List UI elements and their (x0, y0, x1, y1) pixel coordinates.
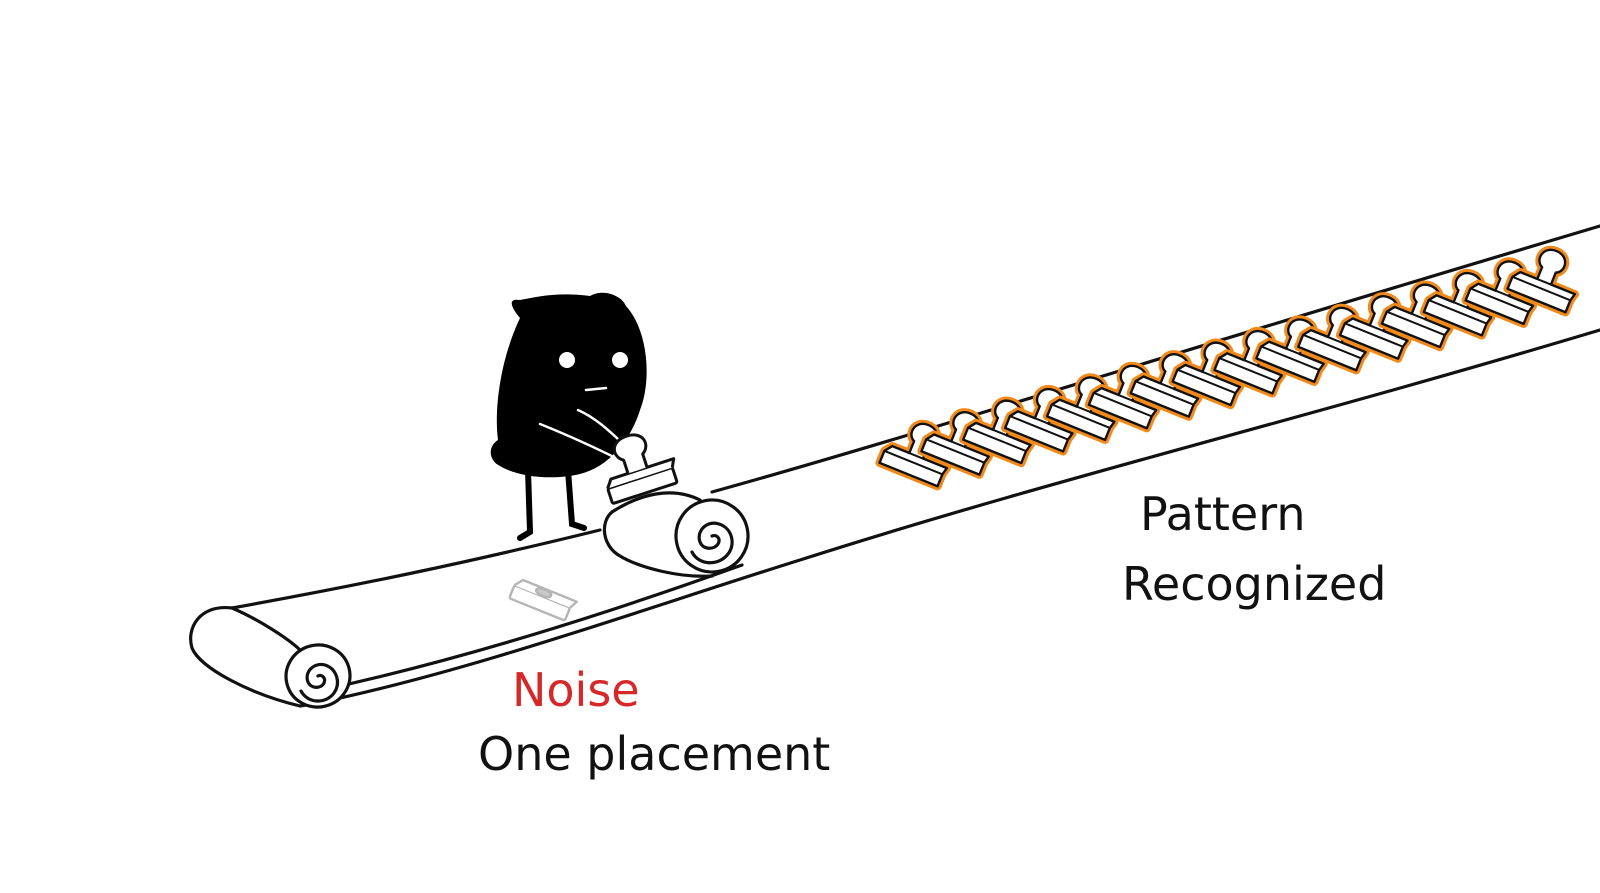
stamp-icon (508, 578, 578, 622)
paper-strip (230, 224, 1600, 706)
scroll-roll-icon (189, 606, 352, 709)
stamp-icon (1503, 245, 1579, 317)
noise-label: Noise (512, 663, 640, 717)
character-icon (490, 292, 647, 541)
pattern-label: Pattern (1140, 487, 1306, 541)
stamp-icon (606, 433, 679, 505)
scroll-roll-icon (602, 491, 750, 578)
one-placement-label: One placement (478, 727, 830, 781)
recognized-label: Recognized (1122, 557, 1386, 611)
pattern-stamps (875, 245, 1579, 491)
